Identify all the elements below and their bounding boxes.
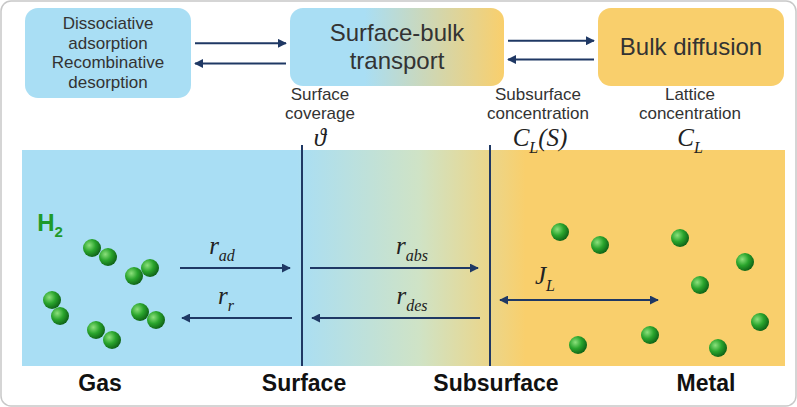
label-group: Surface — [262, 371, 346, 396]
hydrogen-atom — [671, 229, 689, 247]
subscript: des — [406, 297, 427, 314]
subscript: L — [529, 139, 538, 156]
label: ϑ — [314, 124, 326, 151]
label-group: H2 — [37, 210, 63, 236]
process-box: Dissociative adsorption Recombinative de… — [25, 8, 191, 98]
rabs-arrow — [310, 267, 478, 269]
label-group: Subsurface concentration — [473, 86, 603, 123]
label: r — [209, 232, 219, 259]
hydrogen-atom — [99, 248, 117, 266]
label-group: Subsurface — [433, 371, 558, 396]
label-group: ϑ — [314, 124, 326, 152]
subscript: L — [694, 139, 703, 156]
hydrogen-atom — [125, 267, 143, 285]
hydrogen-atom — [103, 331, 121, 349]
label-group: Surface coverage — [260, 86, 380, 123]
label: r — [218, 282, 228, 309]
label: Subsurface concentration — [473, 86, 603, 123]
rr-arrow — [182, 317, 292, 319]
region-name: Surface — [262, 370, 346, 396]
hydrogen-atom — [141, 259, 159, 277]
label: C — [513, 124, 530, 151]
surface-line — [301, 145, 303, 366]
box-text: Surface-bulk transport — [298, 19, 496, 74]
box-text: Bulk diffusion — [620, 33, 762, 61]
flow-arrow — [195, 42, 286, 44]
hydrogen-atoms — [43, 223, 769, 357]
label-group: rad — [209, 232, 235, 260]
label-group: rabs — [396, 232, 428, 260]
region-name: Gas — [78, 370, 121, 396]
region-band — [22, 150, 785, 366]
process-box: Bulk diffusion — [598, 8, 784, 86]
hydrogen-atom — [709, 339, 727, 357]
label-group: JL — [535, 262, 555, 290]
flow-arrow — [195, 63, 286, 65]
hydrogen-atom — [751, 313, 769, 331]
subscript: 2 — [55, 223, 63, 240]
label: (S) — [538, 124, 567, 151]
label: Lattice concentration — [625, 86, 755, 123]
hydrogen-atom — [691, 276, 709, 294]
subscript: ad — [219, 247, 235, 264]
label: r — [396, 232, 406, 259]
label-group: Gas — [78, 371, 121, 396]
label-group: rr — [218, 282, 234, 310]
label-group: rdes — [396, 282, 427, 310]
hydrogen-atom — [147, 311, 165, 329]
hydrogen-atom — [551, 223, 569, 241]
subscript: abs — [406, 247, 428, 264]
label: Surface coverage — [260, 86, 380, 123]
label-group: CL — [677, 124, 703, 152]
hydrogen-atom — [569, 336, 587, 354]
label-group: Lattice concentration — [625, 86, 755, 123]
hydrogen-atom — [51, 307, 69, 325]
label-group: CL(S) — [513, 124, 568, 152]
label: J — [535, 262, 546, 289]
hydrogen-atom — [131, 303, 149, 321]
label: C — [677, 124, 694, 151]
hydrogen-atom — [87, 321, 105, 339]
hydrogen-atom — [83, 239, 101, 257]
box-text: Dissociative adsorption Recombinative de… — [33, 14, 183, 92]
subscript: L — [546, 277, 555, 294]
region-name: Subsurface — [433, 370, 558, 396]
label: H — [37, 209, 54, 236]
flow-arrow — [508, 58, 594, 60]
label-group: Metal — [677, 371, 736, 396]
rad-arrow — [180, 267, 290, 269]
subscript: r — [228, 297, 234, 314]
hydrogen-atom — [641, 326, 659, 344]
jl-arrow — [500, 299, 658, 301]
process-box: Surface-bulk transport — [290, 8, 504, 86]
hydrogen-atom — [736, 253, 754, 271]
label: r — [396, 282, 406, 309]
rdes-arrow — [312, 317, 480, 319]
flow-arrow — [508, 40, 594, 42]
hydrogen-atom — [43, 291, 61, 309]
subsurface-line — [489, 145, 491, 366]
region-name: Metal — [677, 370, 736, 396]
hydrogen-atom — [591, 236, 609, 254]
